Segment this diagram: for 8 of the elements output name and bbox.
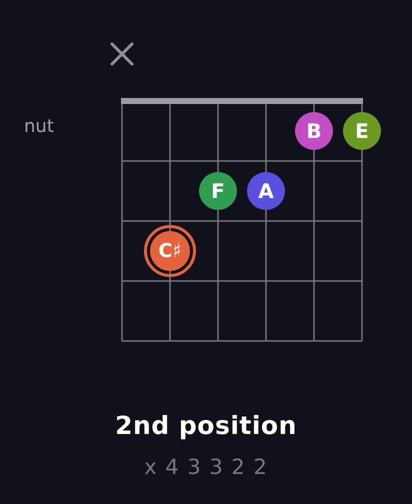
root-note-dot: C♯ bbox=[144, 225, 196, 277]
note-dot: E bbox=[343, 112, 381, 150]
note-dot: F bbox=[199, 172, 237, 210]
note-dot: A bbox=[247, 172, 285, 210]
position-title: 2nd position bbox=[115, 412, 297, 441]
note-dot: B bbox=[295, 112, 333, 150]
nut-label: nut bbox=[24, 117, 54, 137]
string-fret-sequence: x 4 3 3 2 2 bbox=[144, 455, 268, 480]
